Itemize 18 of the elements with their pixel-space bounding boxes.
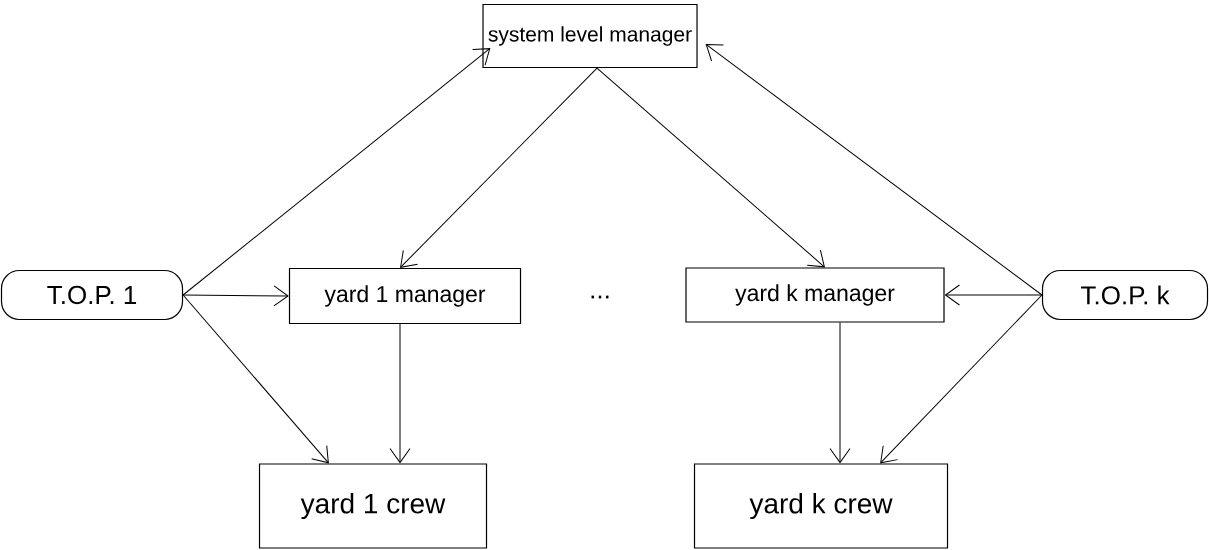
- manager-box: yard k crew: [693, 463, 949, 549]
- arrow: [705, 44, 1043, 296]
- manager-box: yard 1 crew: [258, 463, 488, 549]
- manager-box: yard 1 manager: [288, 267, 522, 325]
- arrow: [182, 48, 491, 296]
- arrow: [389, 323, 411, 464]
- manager-box: system level manager: [482, 3, 698, 69]
- manager-box: yard k manager: [685, 267, 945, 323]
- arrow: [596, 67, 825, 268]
- terminal-box: T.O.P. 1: [0, 269, 184, 321]
- arrow: [829, 322, 851, 464]
- arrow: [880, 294, 1043, 464]
- arrow: [400, 67, 598, 268]
- ellipsis-label: ...: [591, 295, 609, 299]
- arrow: [182, 285, 289, 307]
- arrow: [944, 284, 1043, 306]
- terminal-box: T.O.P. k: [1041, 269, 1209, 321]
- arrow: [182, 294, 329, 464]
